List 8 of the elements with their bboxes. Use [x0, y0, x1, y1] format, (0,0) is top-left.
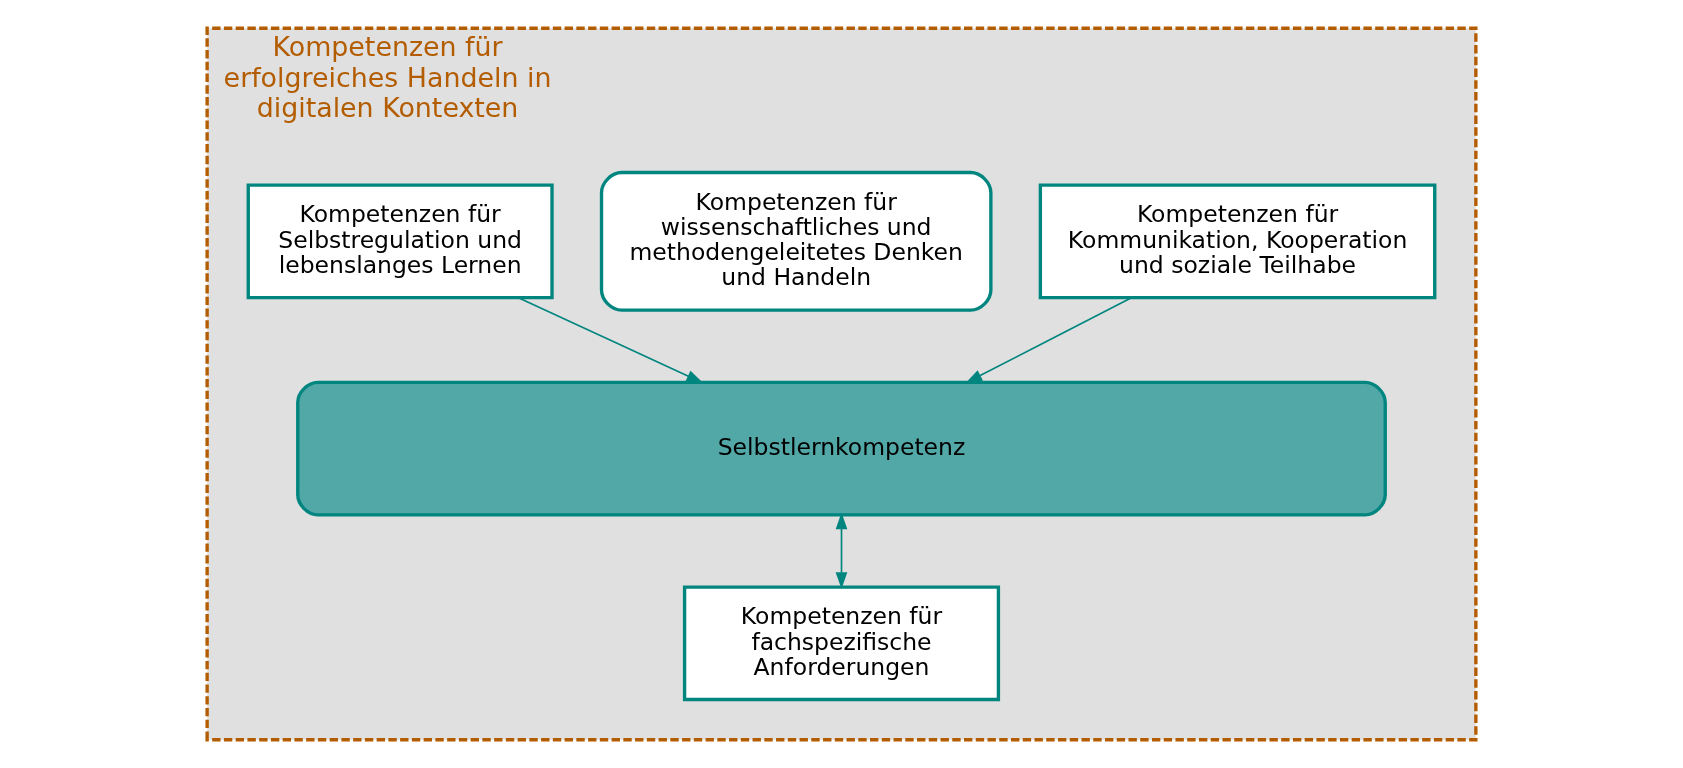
arrow: [517, 296, 704, 384]
arrow: [835, 512, 848, 590]
node-box: Selbstlernkompetenz: [296, 380, 1387, 517]
node-box: Kompetenzen für Kommunikation, Kooperation und soziale Teilhabe: [1038, 183, 1437, 300]
node-box: Kompetenzen für Selbstregulation und lebenslanges Lernen: [246, 183, 554, 300]
node-box: Kompetenzen für wissenschaftliches und methodengeleitetes Denken und Handeln: [599, 170, 993, 312]
arrow: [965, 296, 1133, 384]
node-box: Kompetenzen für fachspezifische Anforderungen: [682, 585, 1001, 702]
